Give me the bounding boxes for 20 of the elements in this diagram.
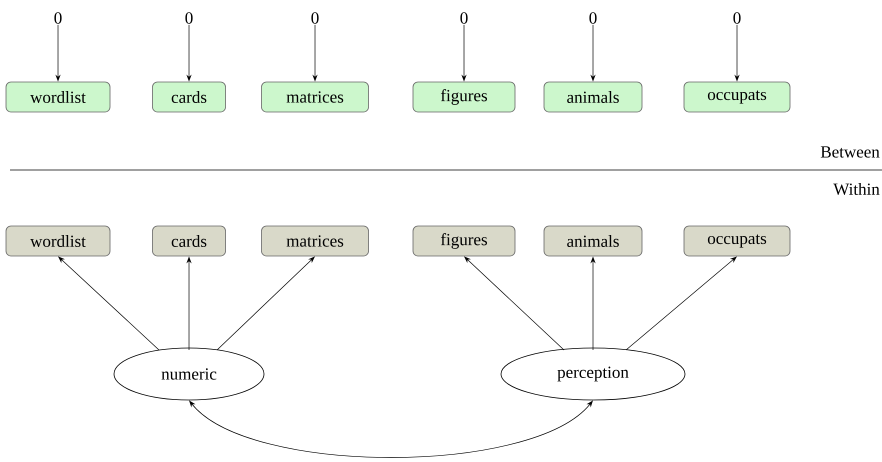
rounded-box: wordlist <box>6 226 110 256</box>
rounded-box: cards <box>152 82 226 112</box>
rounded-box: matrices <box>261 226 369 256</box>
bare-text: 0 <box>185 12 193 24</box>
rounded-box: wordlist <box>6 82 110 112</box>
bare-text: 0 <box>54 12 62 24</box>
rounded-box: figures <box>412 82 516 112</box>
rounded-box: occupats <box>684 82 790 112</box>
rounded-box: figures <box>412 226 516 256</box>
section-label: Between <box>820 146 880 158</box>
bare-text: 0 <box>589 12 597 24</box>
bare-text: 0 <box>311 12 319 24</box>
rounded-box: animals <box>544 82 642 112</box>
section-label: Within <box>833 182 880 196</box>
rounded-box: matrices <box>261 82 369 112</box>
rounded-box: animals <box>544 226 642 256</box>
bare-text: 0 <box>733 12 741 24</box>
bare-text: 0 <box>460 12 468 24</box>
rounded-box: occupats <box>684 226 790 256</box>
rounded-box: cards <box>152 226 226 256</box>
